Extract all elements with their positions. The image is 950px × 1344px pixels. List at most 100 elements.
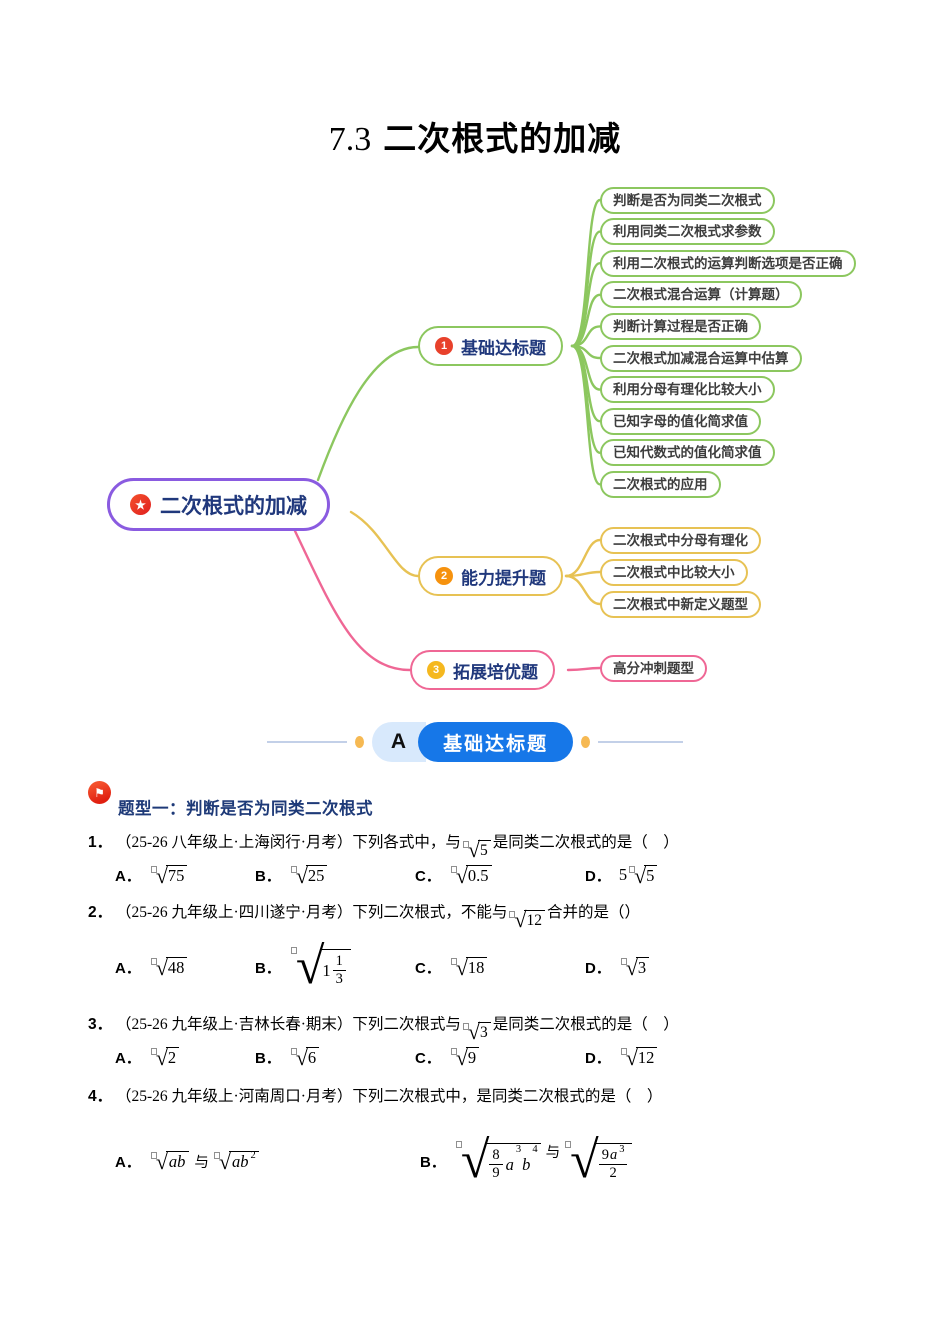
math-number: 5	[646, 866, 655, 886]
math-number: 3	[335, 971, 343, 988]
mindmap-topic-item: 高分冲刺题型	[600, 654, 707, 682]
mindmap-topic-item: 二次根式中比较大小	[600, 558, 748, 586]
question-number: 3．	[88, 1016, 113, 1033]
radical: √75	[150, 864, 188, 887]
option-label: D．	[585, 1050, 611, 1067]
fraction-denominator: 9	[489, 1165, 502, 1182]
math-number: 0.5	[467, 866, 489, 886]
mindmap-central-label: 二次根式的加减	[160, 494, 307, 518]
radicand: 5	[477, 839, 491, 859]
stem-text-run: （25-26 九年级上·四川遂宁·月考）下列二次根式，不能与	[116, 904, 508, 921]
math-number: 9	[467, 1048, 477, 1068]
radical-index-box	[509, 910, 516, 918]
section-header: A 基础达标题	[0, 722, 950, 762]
question-number: 1．	[88, 834, 113, 851]
radicand: 48	[165, 956, 188, 977]
radical-index-box	[150, 957, 157, 965]
math-number: 3	[637, 957, 647, 977]
math-number: 25	[307, 866, 325, 886]
mindmap-connector	[316, 345, 420, 482]
mindmap-connector	[564, 538, 602, 578]
radical: √18	[450, 956, 488, 978]
mindmap-connector	[566, 666, 602, 672]
radicand: 25	[305, 865, 328, 886]
math-variable: ab	[232, 1151, 249, 1171]
option-item: A．√2	[115, 1045, 255, 1071]
radical: √25	[290, 864, 328, 887]
question-number: 2．	[88, 904, 113, 921]
radical: √ab	[150, 1150, 190, 1172]
radical-sign-icon: √	[218, 1148, 231, 1174]
option-item: B． √25	[255, 864, 415, 887]
section-label: 基础达标题	[418, 722, 574, 762]
mindmap-topic-item: 判断是否为同类二次根式	[600, 186, 775, 214]
option-math: √18	[449, 956, 490, 978]
option-item: A．√75	[115, 864, 255, 887]
radical-sign-icon: √	[155, 1045, 168, 1071]
option-item: D．√12	[585, 1046, 659, 1069]
math-variable: a	[505, 1154, 514, 1174]
radical-sign-icon: √	[467, 836, 480, 862]
math-exponent: 4	[532, 1144, 538, 1156]
stem-text-run: 是同类二次根式的是（ ）	[492, 1016, 679, 1033]
option-label: A．	[115, 959, 141, 977]
math-number: 9	[492, 1165, 500, 1182]
question-item: 4．（25-26 九年级上·河南周口·月考）下列二次根式中，是同类二次根式的是（…	[0, 1084, 950, 1196]
radicand: 3	[635, 956, 650, 977]
math-exponent: 3	[619, 1144, 625, 1156]
radical: √0.5	[450, 864, 492, 887]
mindmap-topic-item: 二次根式中分母有理化	[600, 526, 761, 554]
radical-index-box	[462, 1022, 469, 1030]
radical-index-box	[150, 1048, 157, 1056]
flag-icon: ⚑	[88, 781, 111, 804]
radical-sign-icon: √	[155, 954, 168, 980]
star-icon: ★	[130, 494, 151, 515]
mindmap-branch-advanced-label: 能力提升题	[461, 568, 546, 588]
math-number: 12	[637, 1048, 655, 1068]
math-number: 5	[479, 841, 488, 859]
mindmap-branch-basic-label: 基础达标题	[461, 338, 546, 358]
option-label: B．	[255, 868, 281, 885]
radicand: 3	[477, 1021, 491, 1041]
question-number: 4．	[88, 1088, 113, 1105]
mindmap-connector	[349, 510, 420, 578]
radical: √12	[509, 906, 545, 932]
question-stem-text: （25-26 九年级上·河南周口·月考）下列二次根式中，是同类二次根式的是（ ）	[116, 1084, 662, 1110]
math-number: 8	[492, 1147, 500, 1164]
option-label: A．	[115, 1153, 141, 1171]
math-joiner: 与	[194, 1155, 209, 1171]
math-number: 6	[307, 1048, 317, 1068]
math-joiner: 与	[545, 1145, 561, 1162]
radical-index-box	[290, 866, 297, 874]
radical-index-box	[620, 1048, 627, 1056]
option-math: 5√5	[618, 864, 660, 887]
math-number: 5	[618, 865, 628, 885]
number-1-icon: 1	[435, 337, 453, 355]
option-label: A．	[115, 1050, 141, 1067]
divider-line-left	[266, 741, 347, 743]
section-a-badge: A 基础达标题	[371, 722, 574, 762]
radical: √48	[150, 954, 188, 980]
mindmap-topic-item: 判断计算过程是否正确	[600, 312, 761, 340]
mindmap-connector	[570, 344, 602, 486]
math-number: 1	[335, 953, 343, 970]
radical-sign-icon: √	[514, 906, 527, 932]
mindmap: ★ 二次根式的加减 1 基础达标题 2 能力提升题 3 拓展培优题 判断是否为同…	[107, 186, 856, 690]
radical-index-box	[462, 840, 469, 848]
option-item: D．√3	[585, 956, 651, 978]
title-text: 二次根式的加减	[383, 120, 622, 157]
